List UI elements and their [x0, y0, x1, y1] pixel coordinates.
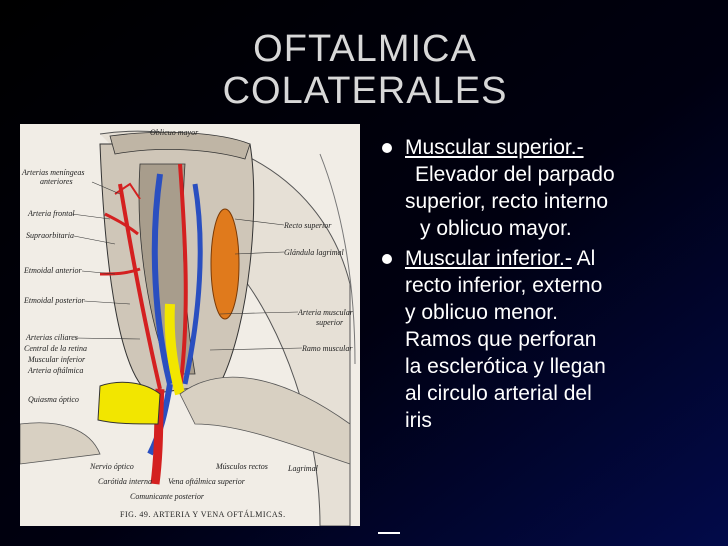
- bullet-2-line-7: iris: [405, 409, 432, 432]
- bullet-dot-icon: [382, 254, 392, 264]
- bullet-2-line-3: y oblicuo menor.: [405, 301, 558, 324]
- bullet-list: Muscular superior.- Elevador del parpado…: [380, 134, 720, 434]
- label-supraorbitaria: Supraorbitaria: [26, 231, 75, 240]
- bullet-muscular-superior: Muscular superior.-: [380, 134, 720, 161]
- label-musculos-rectos: Músculos rectos: [216, 462, 268, 471]
- label-lagrimal: Lagrimal: [288, 464, 318, 473]
- bullet-2-line-6: al circulo arterial del: [405, 382, 592, 405]
- label-arteria-oftalmica: Arteria oftálmica: [28, 366, 84, 375]
- label-nervio-optico: Nervio óptico: [90, 462, 134, 471]
- bullet-2-title: Muscular inferior.-: [405, 247, 572, 270]
- figure-caption: FIG. 49. ARTERIA Y VENA OFTÁLMICAS.: [120, 510, 286, 519]
- label-central-retina: Central de la retina: [24, 344, 88, 353]
- anatomy-illustration: [20, 130, 356, 526]
- text-cursor-underscore: [378, 532, 400, 534]
- bullet-2-text-1: Al: [576, 247, 596, 270]
- bullet-2-line-4: Ramos que perforan: [405, 328, 597, 351]
- title-line-2: COLATERALES: [222, 70, 508, 112]
- label-oblicuo-mayor: Oblicuo mayor: [150, 128, 199, 137]
- label-vena-oftalmica-superior: Vena oftálmica superior: [168, 477, 245, 486]
- label-anteriores: anteriores: [40, 177, 73, 186]
- label-superior: superior: [316, 318, 344, 327]
- label-ramo-muscular: Ramo muscular: [302, 344, 353, 353]
- bullet-dot-icon: [382, 143, 392, 153]
- label-arterias-ciliares: Arterias ciliares: [26, 333, 78, 342]
- label-quiasma-optico: Quiasma óptico: [28, 395, 79, 404]
- bullet-1-line-1: Elevador del parpado: [415, 163, 615, 186]
- label-arteria-muscular: Arteria muscular: [298, 308, 353, 317]
- bullet-2-line-5: la esclerótica y llegan: [405, 355, 606, 378]
- bullet-muscular-inferior: Muscular inferior.- Al: [380, 245, 720, 272]
- title-line-1: OFTALMICA: [253, 28, 477, 70]
- label-carotida-interna: Carótida interna: [98, 477, 153, 486]
- label-etmoidal-posterior: Etmoidal posterior: [24, 296, 85, 305]
- label-glandula-lagrimal: Glándula lagrimal: [284, 248, 344, 257]
- label-muscular-inferior: Muscular inferior: [28, 355, 86, 364]
- anatomy-figure: Oblicuo mayor Arterias meníngeas anterio…: [20, 124, 360, 526]
- label-etmoidal-anterior: Etmoidal anterior: [24, 266, 82, 275]
- label-arteria-frontal: Arteria frontal: [28, 209, 75, 218]
- label-arterias-meningeas: Arterias meníngeas: [22, 168, 85, 177]
- label-comunicante-posterior: Comunicante posterior: [130, 492, 204, 501]
- slide-title: OFTALMICA COLATERALES: [150, 28, 580, 112]
- bullet-1-title: Muscular superior.-: [405, 136, 584, 159]
- label-recto-superior: Recto superior: [284, 221, 332, 230]
- bullet-1-line-2: superior, recto interno: [405, 190, 609, 213]
- bullet-1-line-3: y oblicuo mayor.: [420, 217, 572, 240]
- bullet-2-line-2: recto inferior, externo: [405, 274, 603, 297]
